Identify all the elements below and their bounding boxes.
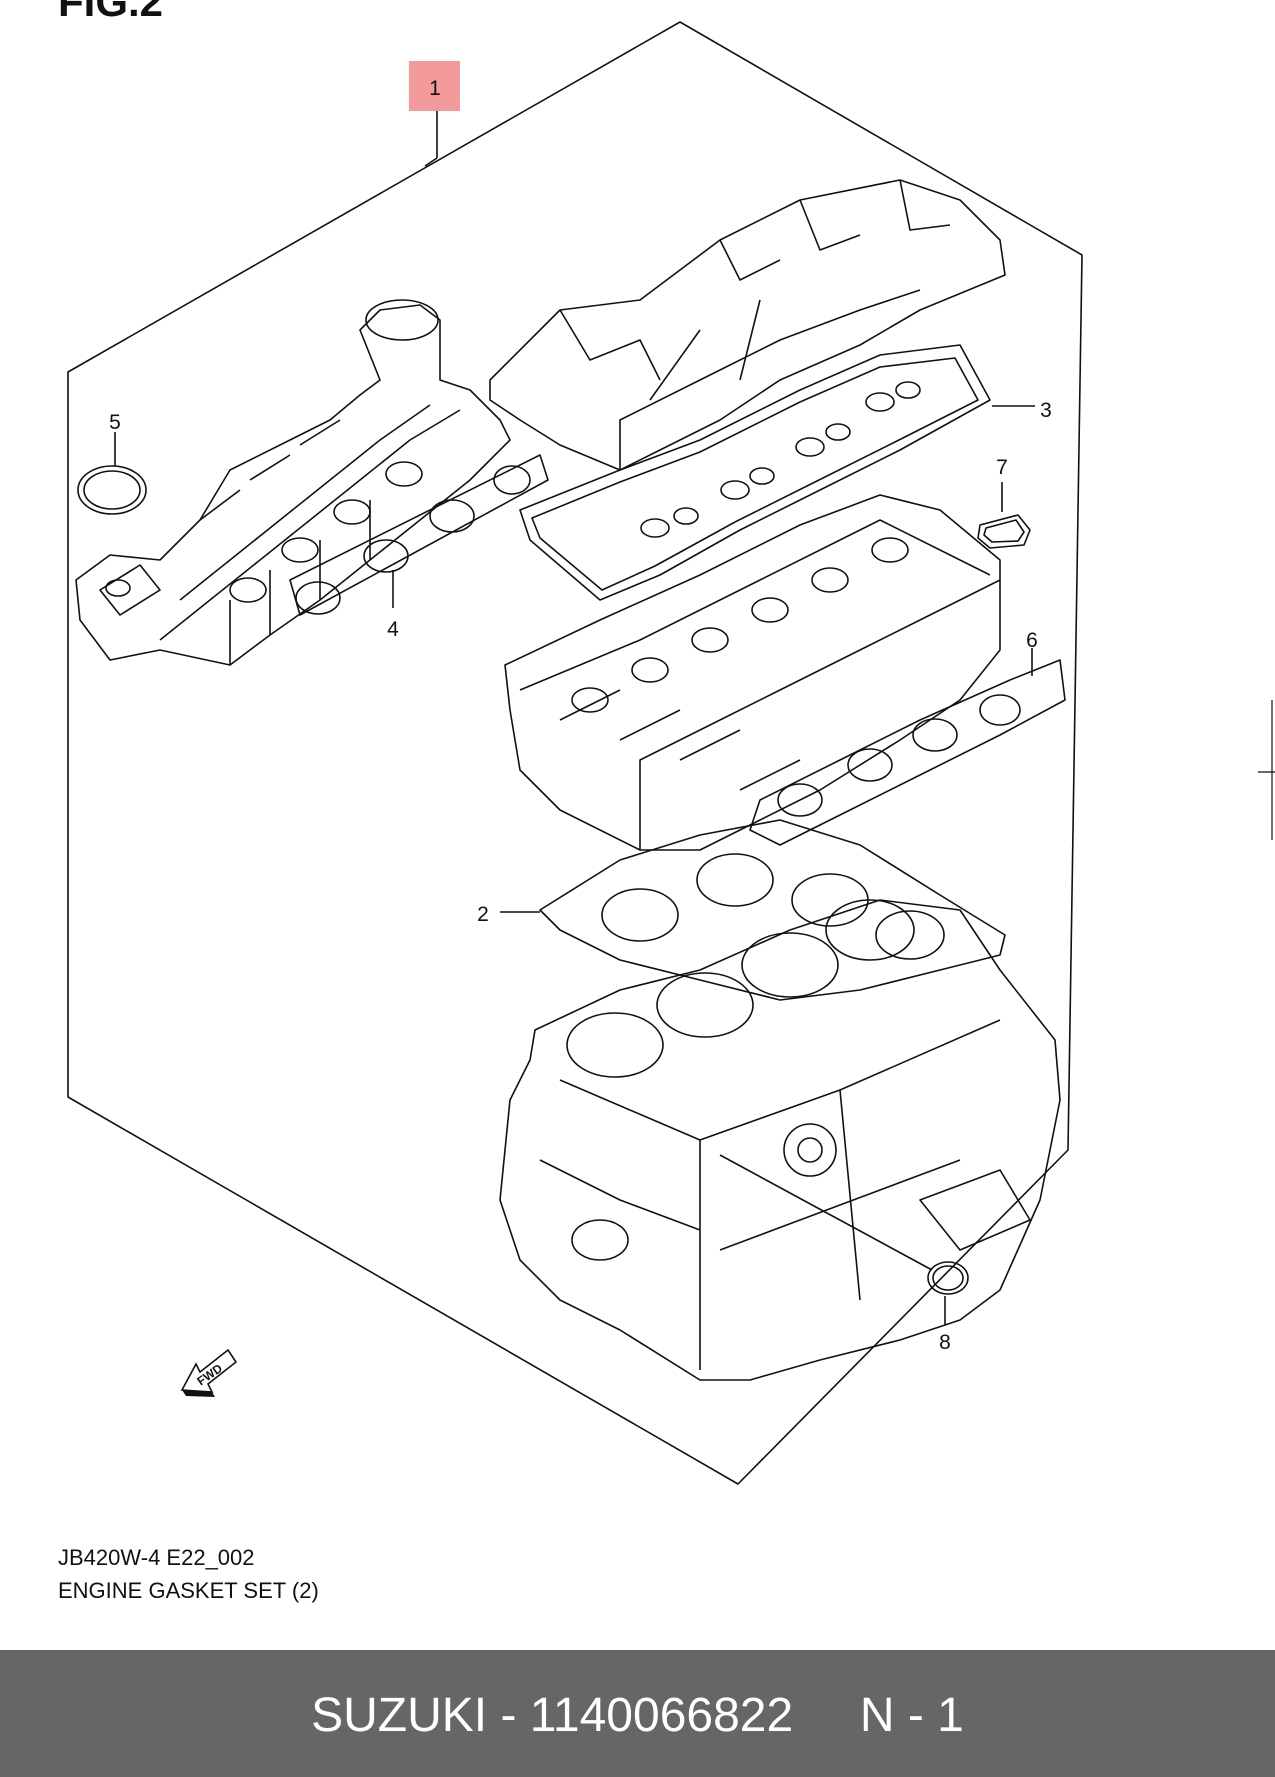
diagram-name: ENGINE GASKET SET (2): [58, 1578, 319, 1603]
head-cover: [489, 179, 1006, 471]
head-cover-gasket: [519, 344, 991, 601]
footer-part-label: SUZUKI - 1140066822 N - 1: [311, 1689, 964, 1742]
diagram-code: JB420W-4 E22_002: [58, 1545, 255, 1570]
head-gasket: [539, 819, 1006, 1001]
figure-label: FIG.2: [58, 0, 164, 25]
exploded-parts-diagram: 1 2 3 4 5 6 7 8 FWD: [67, 21, 1275, 1485]
callout-1[interactable]: 1: [429, 77, 441, 100]
o-ring-5: [77, 465, 147, 515]
callout-6[interactable]: 6: [1026, 629, 1038, 652]
gasket-7: [977, 514, 1031, 549]
callout-3[interactable]: 3: [1040, 399, 1052, 422]
intake-manifold: [75, 299, 511, 666]
cylinder-block: [499, 899, 1061, 1381]
callout-4[interactable]: 4: [387, 618, 399, 641]
callout-1-highlight: [409, 61, 460, 111]
callout-8[interactable]: 8: [939, 1331, 951, 1354]
o-ring-8: [927, 1261, 969, 1295]
callout-5[interactable]: 5: [109, 411, 121, 434]
cylinder-head: [504, 494, 1001, 851]
intake-gasket: [289, 454, 549, 616]
fwd-arrow-icon: FWD: [180, 1348, 238, 1397]
callout-2[interactable]: 2: [477, 903, 489, 926]
footer-bar: [0, 1650, 1275, 1777]
kit-outline: [67, 21, 1083, 1485]
exhaust-gasket: [749, 659, 1066, 846]
callout-7[interactable]: 7: [996, 456, 1008, 479]
